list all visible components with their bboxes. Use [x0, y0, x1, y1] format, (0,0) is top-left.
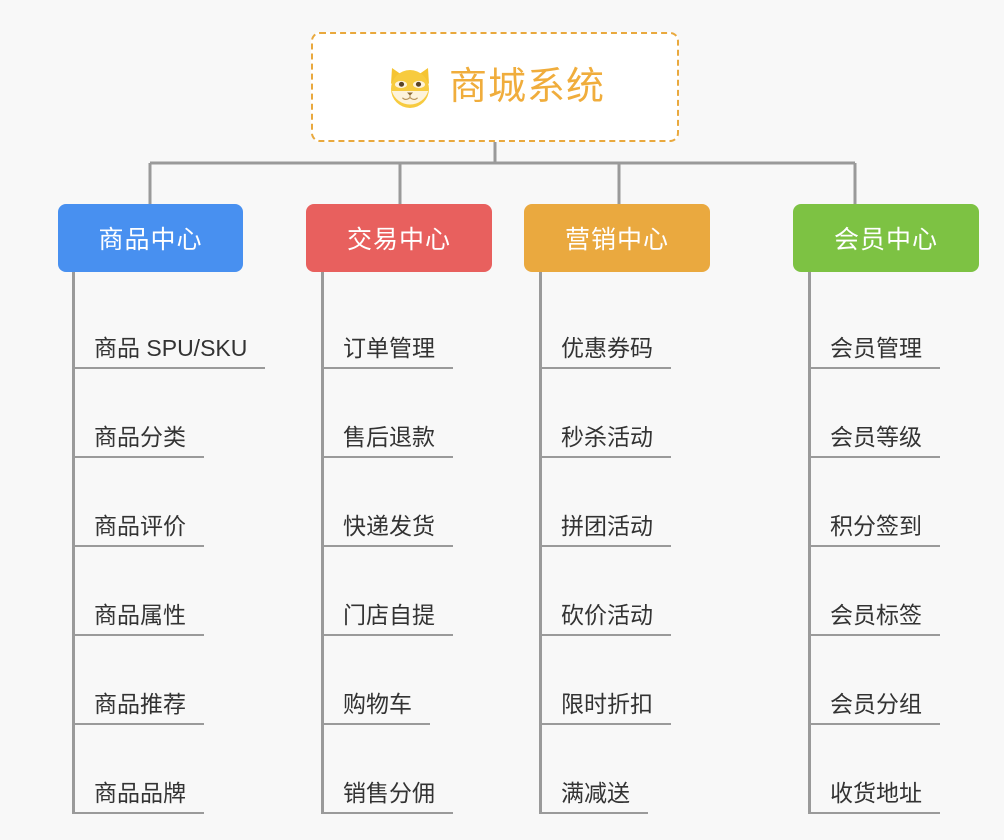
- leaf-label: 积分签到: [808, 513, 940, 547]
- list-item[interactable]: 限时折扣: [539, 636, 710, 725]
- list-item[interactable]: 购物车: [321, 636, 492, 725]
- leaf-label: 限时折扣: [539, 691, 671, 725]
- shiba-dog-icon: [385, 64, 435, 110]
- list-item[interactable]: 会员分组: [808, 636, 979, 725]
- leaf-label: 售后退款: [321, 424, 453, 458]
- list-item[interactable]: 快递发货: [321, 458, 492, 547]
- list-item[interactable]: 商品品牌: [72, 725, 265, 814]
- list-item[interactable]: 秒杀活动: [539, 369, 710, 458]
- leaf-label: 商品品牌: [72, 780, 204, 814]
- leaf-group-trade-center: 订单管理 售后退款 快递发货 门店自提 购物车 销售分佣: [321, 272, 492, 814]
- leaf-label: 商品 SPU/SKU: [72, 335, 266, 369]
- list-item[interactable]: 会员管理: [808, 280, 979, 369]
- list-item[interactable]: 优惠券码: [539, 280, 710, 369]
- category-header-marketing-center[interactable]: 营销中心: [524, 204, 710, 272]
- category-header-trade-center[interactable]: 交易中心: [306, 204, 492, 272]
- leaf-group-product-center: 商品 SPU/SKU 商品分类 商品评价 商品属性 商品推荐: [72, 272, 266, 814]
- category-label: 交易中心: [346, 226, 451, 254]
- category-columns: 商品中心 商品 SPU/SKU 商品分类 商品评价 商品属性: [0, 204, 1004, 814]
- leaf-label: 购物车: [321, 691, 430, 725]
- list-item[interactable]: 订单管理: [321, 280, 492, 369]
- leaf-label: 优惠券码: [539, 335, 671, 369]
- leaf-label: 订单管理: [321, 335, 453, 369]
- leaf-label: 收货地址: [808, 780, 940, 814]
- leaf-label: 销售分佣: [321, 780, 453, 814]
- leaf-label: 商品评价: [72, 513, 204, 547]
- leaf-label: 会员标签: [808, 602, 940, 636]
- list-item[interactable]: 商品推荐: [72, 636, 265, 725]
- category-label: 会员中心: [833, 226, 938, 254]
- list-item[interactable]: 满减送: [539, 725, 710, 814]
- leaf-label: 快递发货: [321, 513, 453, 547]
- category-label: 营销中心: [564, 226, 669, 254]
- leaf-label: 商品分类: [72, 424, 204, 458]
- leaf-group-marketing-center: 优惠券码 秒杀活动 拼团活动 砍价活动 限时折扣 满减送: [539, 272, 710, 814]
- category-header-product-center[interactable]: 商品中心: [58, 204, 243, 272]
- list-item[interactable]: 收货地址: [808, 725, 979, 814]
- column-product-center: 商品中心 商品 SPU/SKU 商品分类 商品评价 商品属性: [0, 204, 266, 814]
- list-item[interactable]: 销售分佣: [321, 725, 492, 814]
- column-member-center: 会员中心 会员管理 会员等级 积分签到 会员标签: [753, 204, 1004, 814]
- leaf-label: 商品推荐: [72, 691, 204, 725]
- list-item[interactable]: 门店自提: [321, 547, 492, 636]
- category-label: 商品中心: [98, 226, 203, 254]
- list-item[interactable]: 积分签到: [808, 458, 979, 547]
- leaf-label: 门店自提: [321, 602, 453, 636]
- list-item[interactable]: 商品分类: [72, 369, 265, 458]
- leaf-label: 砍价活动: [539, 602, 671, 636]
- leaf-label: 会员等级: [808, 424, 940, 458]
- leaf-group-member-center: 会员管理 会员等级 积分签到 会员标签 会员分组 收货地址: [808, 272, 979, 814]
- leaf-label: 满减送: [539, 780, 648, 814]
- list-item[interactable]: 商品 SPU/SKU: [72, 280, 266, 369]
- column-marketing-center: 营销中心 优惠券码 秒杀活动 拼团活动 砍价活动: [502, 204, 753, 814]
- list-item[interactable]: 拼团活动: [539, 458, 710, 547]
- root-title: 商城系统: [448, 66, 605, 108]
- list-item[interactable]: 会员标签: [808, 547, 979, 636]
- list-item[interactable]: 会员等级: [808, 369, 979, 458]
- list-item[interactable]: 砍价活动: [539, 547, 710, 636]
- root-node[interactable]: 商城系统: [311, 32, 679, 142]
- list-item[interactable]: 商品评价: [72, 458, 265, 547]
- leaf-label: 会员管理: [808, 335, 940, 369]
- leaf-label: 拼团活动: [539, 513, 671, 547]
- leaf-label: 会员分组: [808, 691, 940, 725]
- list-item[interactable]: 商品属性: [72, 547, 265, 636]
- column-trade-center: 交易中心 订单管理 售后退款 快递发货 门店自提: [251, 204, 502, 814]
- leaf-label: 商品属性: [72, 602, 204, 636]
- category-header-member-center[interactable]: 会员中心: [793, 204, 979, 272]
- leaf-label: 秒杀活动: [539, 424, 671, 458]
- list-item[interactable]: 售后退款: [321, 369, 492, 458]
